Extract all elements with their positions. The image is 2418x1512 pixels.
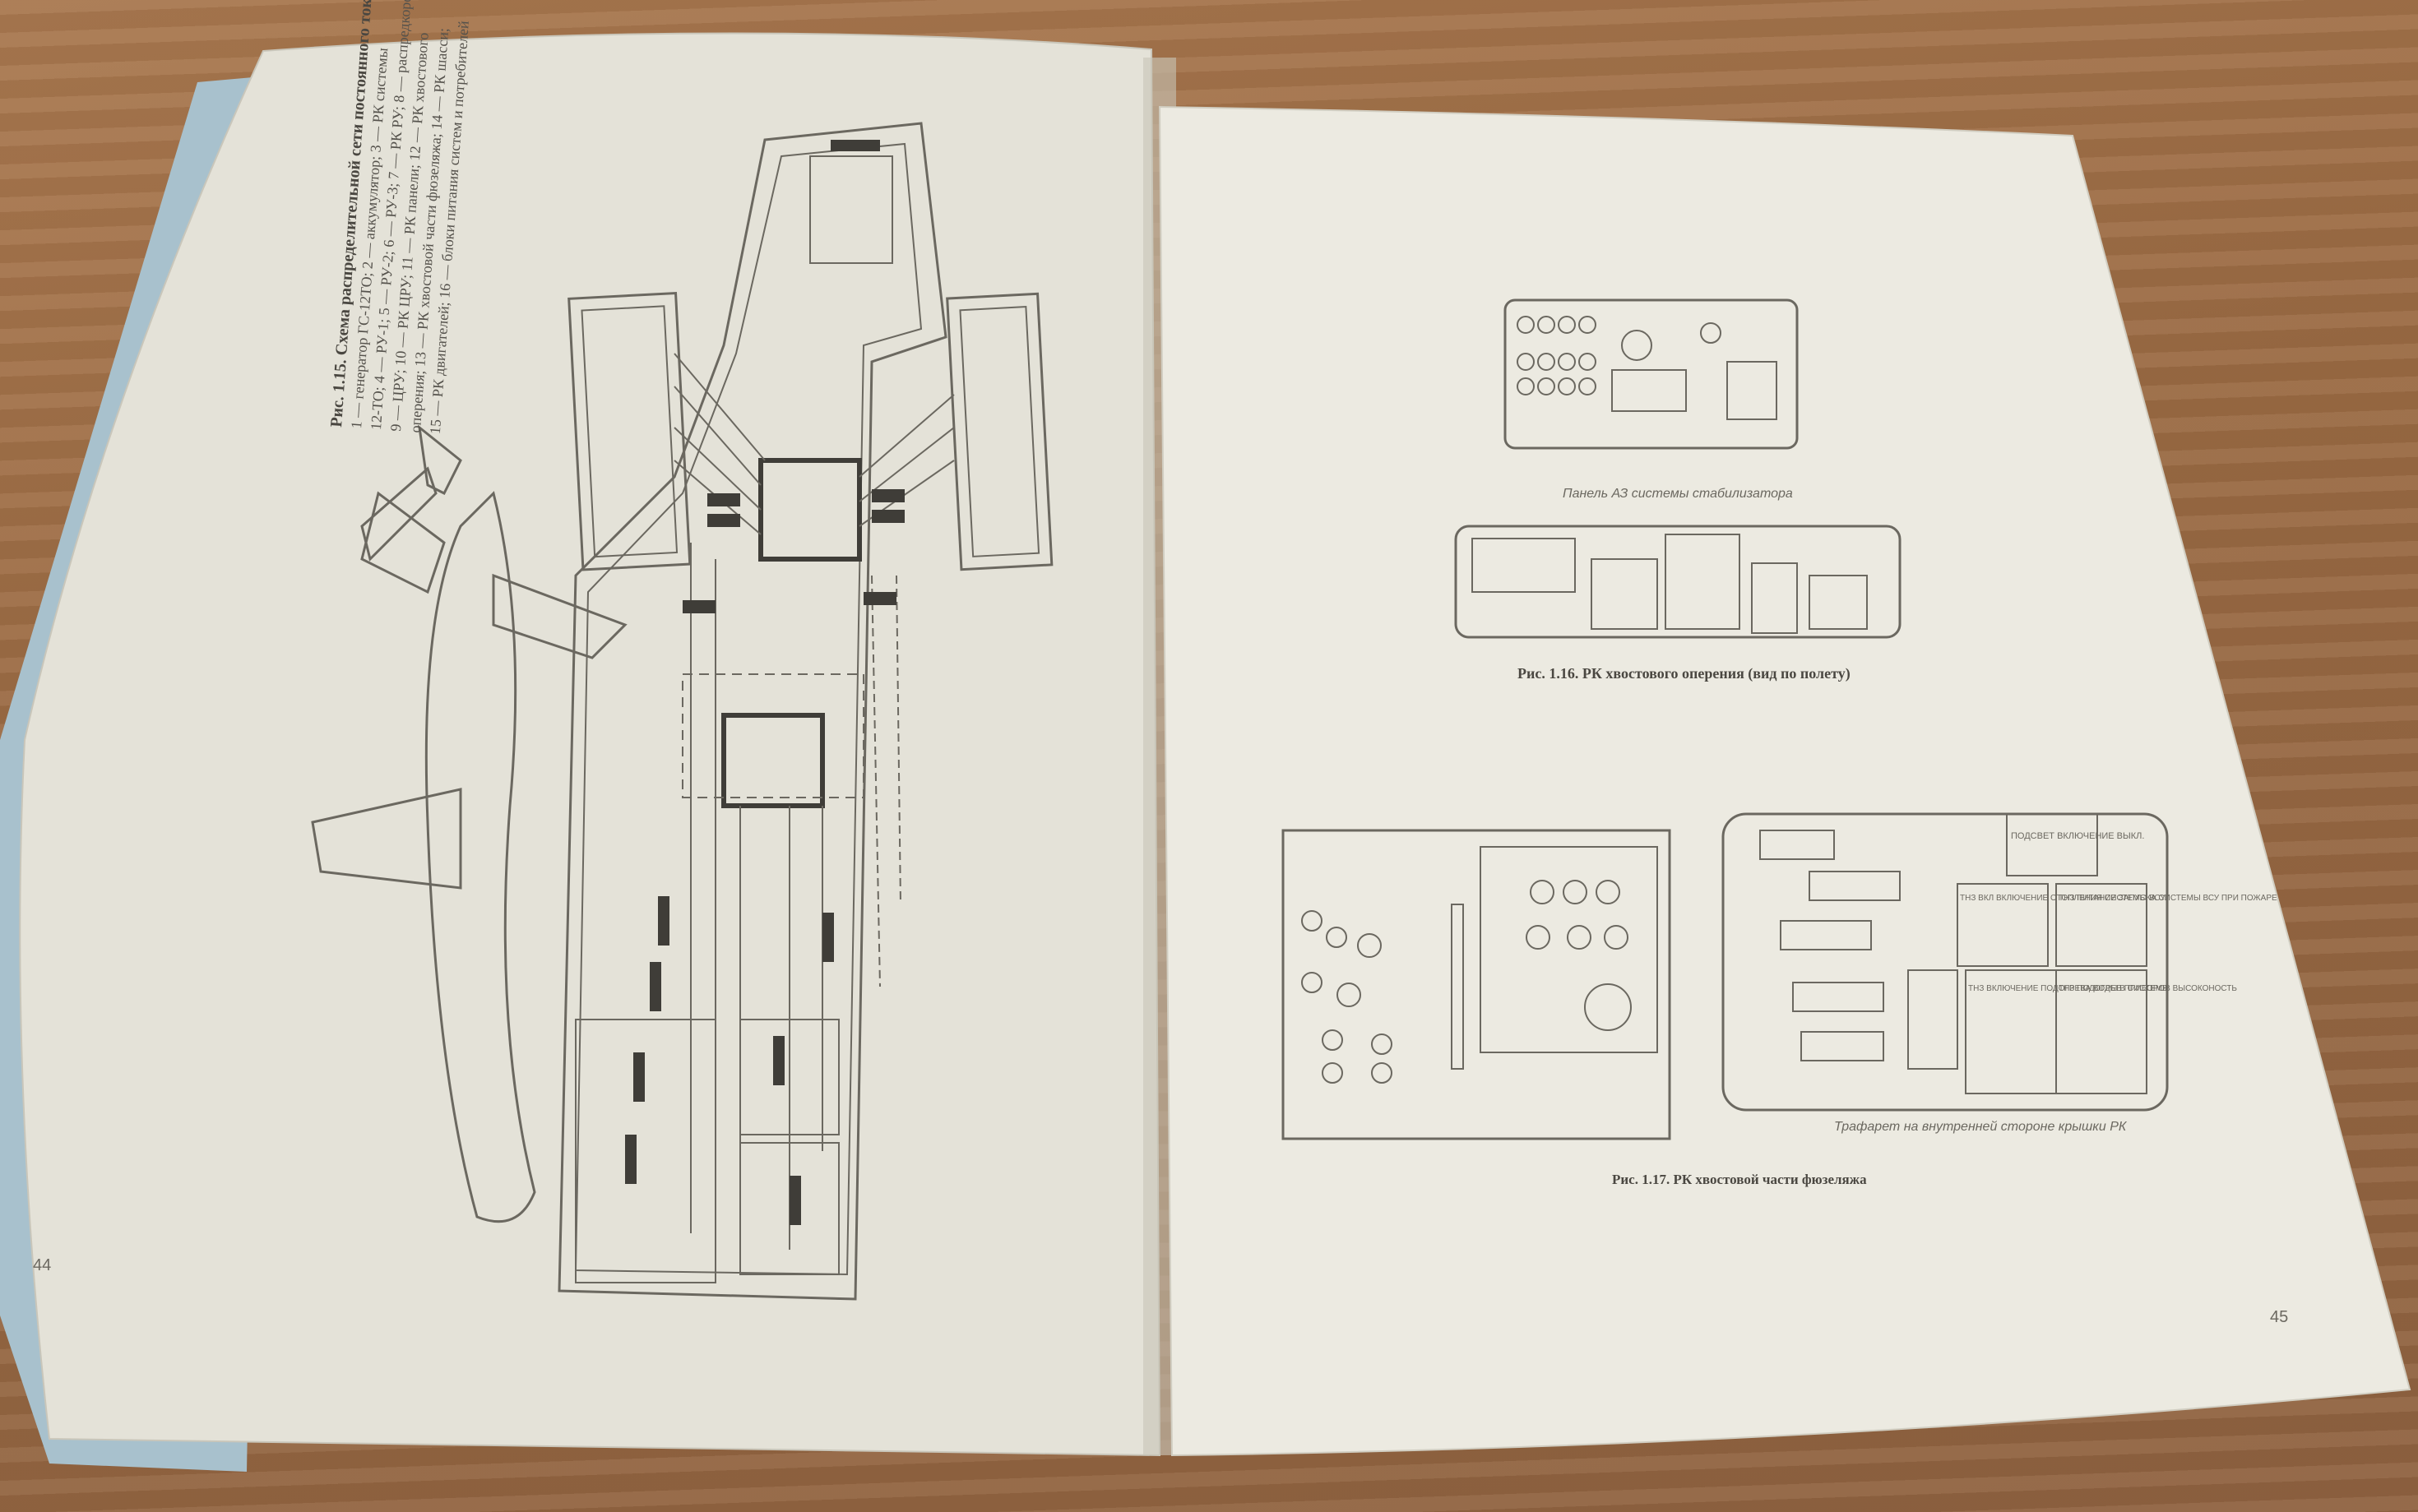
left-page-number: 44 (33, 1256, 51, 1274)
svg-text:ТНЗ ВКЛЮЧЕНИЕ ПОДОГРЕВА ВОДЫ В: ТНЗ ВКЛЮЧЕНИЕ ПОДОГРЕВА ВОДЫ В СИСТЕМЕ (1968, 984, 2168, 993)
stabilizer-panel-label: Панель АЗ системы стабилизатора (1563, 487, 1793, 501)
left-page (19, 32, 1161, 1457)
svg-text:ТНЗ ВКЛ ВКЛЮЧЕНИЕ ОТОПЛЕНИЯ СИ: ТНЗ ВКЛ ВКЛЮЧЕНИЕ ОТОПЛЕНИЯ СИСТЕМЫ ВСУ (1960, 894, 2166, 903)
svg-text:ТНЗ ПИТАНИЕ ЗАПУСКА СИСТЕМЫ ВС: ТНЗ ПИТАНИЕ ЗАПУСКА СИСТЕМЫ ВСУ ПРИ ПОЖА… (2059, 894, 2277, 903)
aircraft-wiring-diagram (558, 122, 1054, 1301)
right-page-number: 45 (2270, 1308, 2288, 1326)
svg-text:ПОДСВЕТ ВКЛЮЧЕНИЕ ВЫКЛ.: ПОДСВЕТ ВКЛЮЧЕНИЕ ВЫКЛ. (2011, 831, 2144, 841)
fuselage-rk-drawing (1281, 829, 1671, 1140)
aircraft-outline (311, 424, 628, 1223)
tail-rk-drawing (1454, 525, 1902, 639)
fuselage-rk-note: Трафарет на внутренней стороне крышки РК (1834, 1120, 2128, 1134)
svg-text:ТНЗ ПОДОГРЕВ ПРИБОРОВ ВЫСОКОНО: ТНЗ ПОДОГРЕВ ПРИБОРОВ ВЫСОКОНОСТЬ (2059, 984, 2237, 993)
figure-116-caption: Рис. 1.16. РК хвостового оперения (вид п… (1517, 665, 1851, 682)
stabilizer-panel-drawing (1503, 298, 1799, 450)
right-page (1158, 105, 2411, 1457)
label-board-texts: ПОДСВЕТ ВКЛЮЧЕНИЕ ВЫКЛ. ТНЗ ВКЛ ВКЛЮЧЕНИ… (1960, 831, 2277, 993)
fuselage-label-board (1721, 812, 2169, 1112)
figure-117-caption: Рис. 1.17. РК хвостовой части фюзеляжа (1612, 1172, 1867, 1187)
